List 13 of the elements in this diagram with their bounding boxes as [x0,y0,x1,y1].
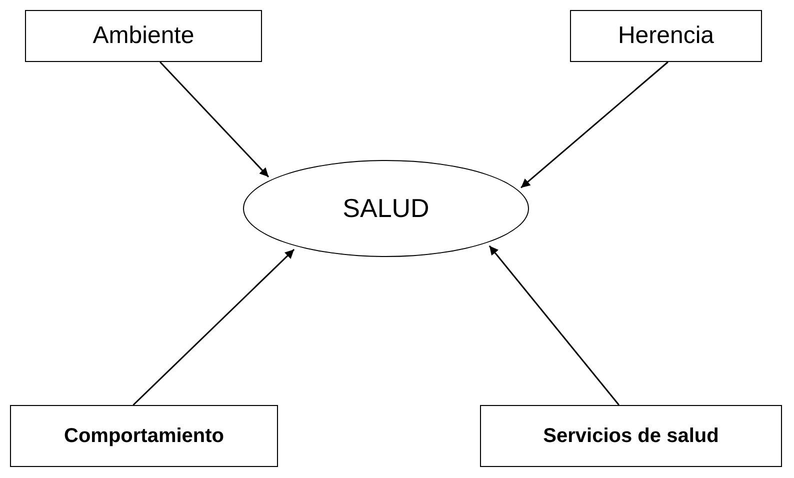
text-box [10,405,278,467]
arrow [132,248,295,406]
arrow [488,245,620,406]
node-label: SALUD [342,192,430,225]
node-label: Servicios de salud [543,424,719,449]
text-box [25,10,262,62]
text-box [570,10,762,62]
arrow [520,61,668,188]
arrow [160,61,270,178]
text-box [480,405,782,467]
node-label: Herencia [618,21,714,51]
node-label: Ambiente [92,21,194,51]
node-label: Comportamiento [64,424,224,449]
